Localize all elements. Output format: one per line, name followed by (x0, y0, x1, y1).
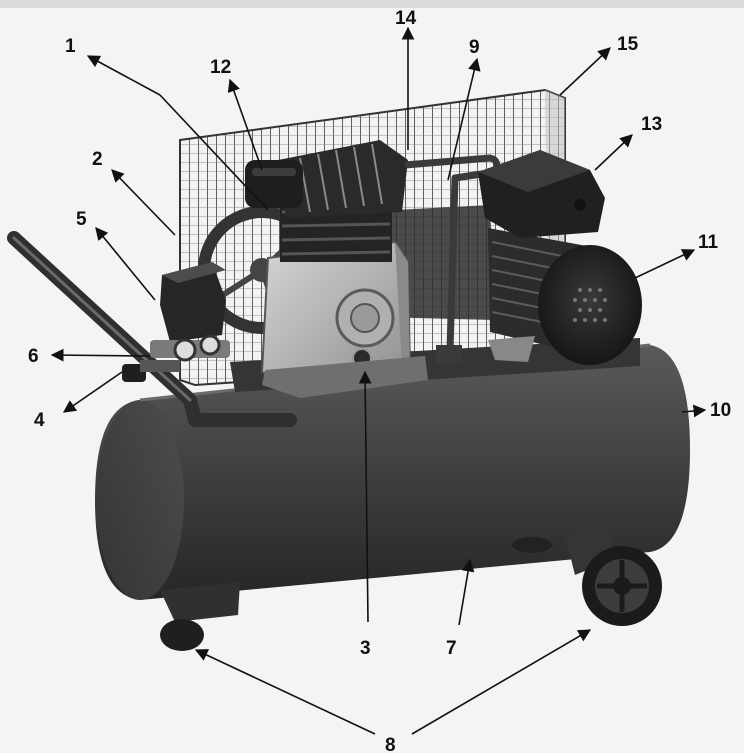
callout-6: 6 (28, 346, 39, 367)
callout-14: 14 (395, 8, 417, 29)
top-strip (0, 0, 744, 8)
leader-1b (159, 94, 269, 211)
callout-10: 10 (710, 400, 731, 421)
leader-11 (634, 249, 696, 279)
leader-10 (681, 404, 707, 418)
callout-7: 7 (446, 638, 457, 659)
callout-9: 9 (469, 37, 480, 58)
air-filter (245, 160, 303, 208)
motor-terminal-box (478, 150, 605, 238)
leader-8b (411, 629, 592, 735)
front-foot (160, 582, 240, 651)
callout-4: 4 (34, 410, 45, 431)
callout-3: 3 (360, 638, 371, 659)
pipe-fitting (436, 345, 462, 363)
callout-5: 5 (76, 209, 87, 230)
leader-3 (358, 370, 372, 623)
air-tank (95, 343, 690, 600)
drain-valve (512, 537, 552, 553)
electric-motor (488, 228, 642, 365)
leader-1 (86, 55, 161, 96)
leader-8a (194, 649, 376, 735)
pump-crankcase (260, 240, 428, 398)
leader-5 (95, 227, 156, 301)
pressure-switch (160, 262, 226, 342)
leader-13 (594, 134, 633, 171)
callout-11: 11 (698, 232, 719, 253)
rear-wheel (565, 520, 662, 626)
callout-13: 13 (641, 114, 662, 135)
callout-15: 15 (617, 34, 639, 55)
callout-12: 12 (210, 57, 231, 78)
pressure-manifold (122, 334, 230, 382)
leader-9 (447, 57, 481, 181)
cylinder-head (278, 140, 408, 218)
callout-2: 2 (92, 149, 103, 170)
callout-8: 8 (385, 735, 396, 753)
leader-lines (50, 26, 707, 735)
leader-4 (62, 371, 123, 413)
leader-6 (50, 348, 151, 362)
leader-15 (559, 47, 611, 96)
callout-1: 1 (65, 36, 76, 57)
transport-handle (7, 231, 297, 427)
leader-2 (111, 169, 176, 236)
leader-7 (458, 558, 475, 626)
leader-12 (227, 78, 263, 171)
